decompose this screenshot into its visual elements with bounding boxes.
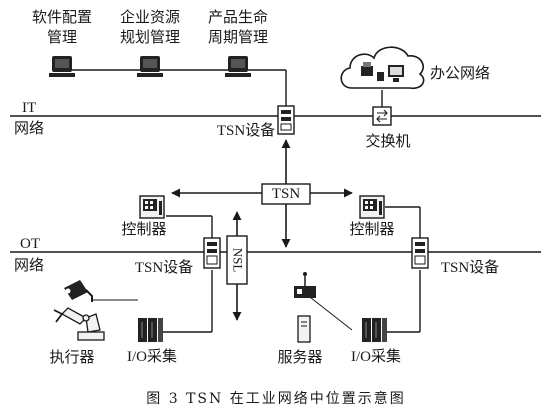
computer-terminal-icon bbox=[225, 56, 251, 77]
controller-icon bbox=[359, 195, 385, 219]
plm-label-line2: 周期管理 bbox=[207, 28, 269, 46]
nsl-label: NSL bbox=[230, 247, 245, 273]
controller-right-label: 控制器 bbox=[349, 220, 395, 238]
erp-label-line2: 规划管理 bbox=[119, 28, 181, 46]
executor-label: 执行器 bbox=[49, 348, 95, 366]
ot-network-label-line1: OT bbox=[20, 236, 40, 252]
server-icon bbox=[297, 315, 311, 343]
figure-caption: 图 3 TSN 在工业网络中位置示意图 bbox=[146, 391, 406, 407]
plm-label-line1: 产品生命 bbox=[207, 8, 269, 26]
router-icon bbox=[294, 272, 316, 298]
camera-icon bbox=[64, 280, 93, 302]
tsn-center-box bbox=[261, 183, 311, 205]
nsl-box bbox=[226, 235, 248, 285]
io-collect-label-left: I/O采集 bbox=[127, 349, 177, 365]
controller-left-label: 控制器 bbox=[121, 220, 167, 238]
computer-terminal-icon bbox=[137, 56, 163, 77]
tsn-device-icon bbox=[203, 237, 221, 269]
io-module-icon bbox=[138, 318, 163, 342]
tsn-device-icon bbox=[277, 105, 295, 135]
io-collect-label-right: I/O采集 bbox=[351, 349, 401, 365]
cloud-office-icon bbox=[340, 46, 425, 90]
tsn-device-icon bbox=[411, 237, 429, 269]
ot-network-label-line2: 网络 bbox=[14, 256, 45, 274]
switch-label: 交换机 bbox=[365, 132, 411, 150]
controller-icon bbox=[139, 195, 165, 219]
nsl-label-wrap: NSL bbox=[227, 236, 247, 284]
tsn-device-label-right: TSN设备 bbox=[440, 260, 500, 276]
tsn-device-label-left: TSN设备 bbox=[134, 260, 194, 276]
erp-label-line1: 企业资源 bbox=[119, 8, 181, 26]
server-label: 服务器 bbox=[277, 348, 323, 366]
it-network-label-line1: IT bbox=[22, 100, 37, 116]
computer-terminal-icon bbox=[49, 56, 75, 77]
robot-arm-icon bbox=[53, 307, 105, 341]
it-network-label-line2: 网络 bbox=[14, 119, 45, 137]
io-module-icon bbox=[362, 318, 387, 342]
software-config-label-line1: 软件配置 bbox=[31, 8, 93, 26]
software-config-label-line2: 管理 bbox=[46, 28, 78, 46]
router-io-link bbox=[305, 293, 353, 331]
tsn-center-label: TSN bbox=[271, 186, 301, 202]
office-network-label: 办公网络 bbox=[430, 64, 491, 82]
tsn-device-label-it: TSN设备 bbox=[216, 123, 276, 139]
switch-icon bbox=[372, 106, 392, 126]
